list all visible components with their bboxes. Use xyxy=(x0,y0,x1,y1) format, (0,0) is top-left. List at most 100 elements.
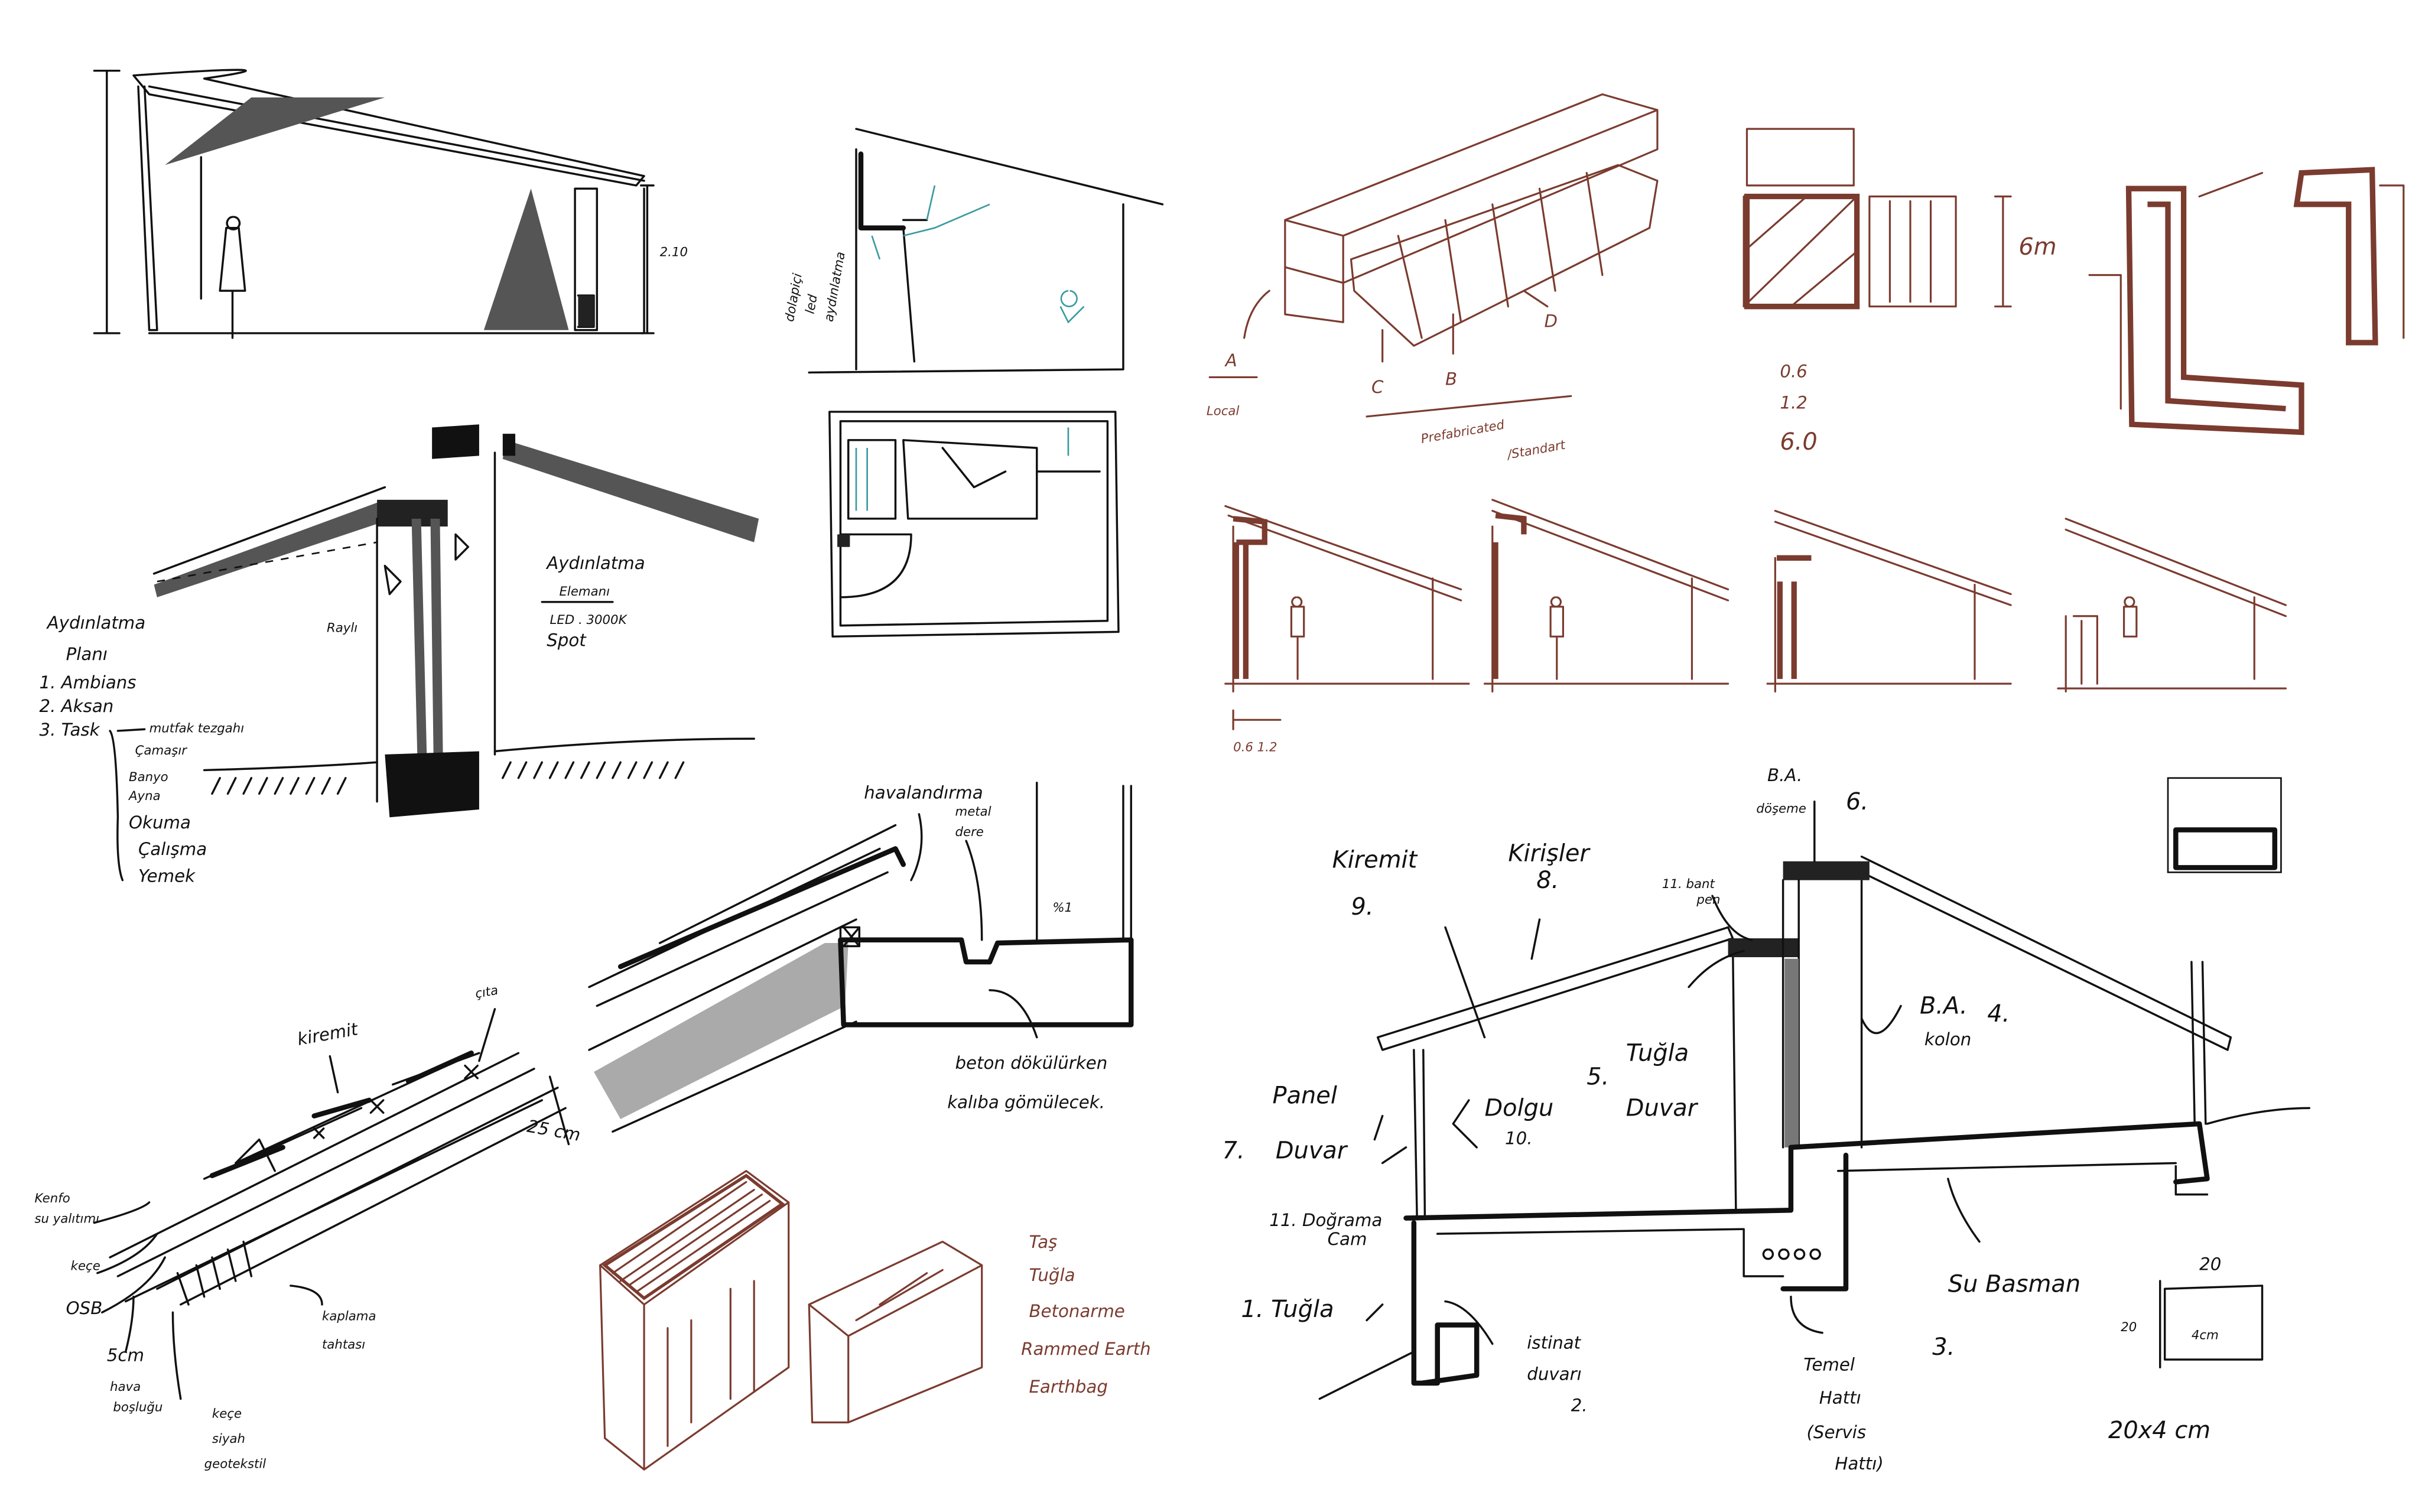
dim-side: 20 xyxy=(2121,1320,2137,1335)
roof-label: boşluğu xyxy=(113,1400,162,1415)
kolon-number: 4. xyxy=(1987,1000,2010,1027)
dolgu-label: Dolgu xyxy=(1484,1095,1553,1122)
floor-plan-sketch xyxy=(828,411,1120,638)
prefab-module-sketch: A Local C B D Prefabricated /Standart 6m… xyxy=(1207,93,2405,463)
doseme-number: 6. xyxy=(1846,788,1868,815)
light-beam-shape xyxy=(165,97,385,165)
lighting-item-3: 3. Task xyxy=(39,720,100,740)
material-item: Betonarme xyxy=(1029,1301,1124,1321)
tugla-label: 1. Tuğla xyxy=(1241,1296,1334,1323)
task-item: Banyo xyxy=(129,770,168,785)
standard-label: /Standart xyxy=(1505,438,1567,463)
roof-label: siyah xyxy=(212,1432,245,1446)
tugla-duvar-label: Duvar xyxy=(1626,1095,1699,1122)
temel-label: Temel xyxy=(1803,1355,1855,1375)
roof-label: Kenfo xyxy=(34,1191,70,1206)
eave-detail: havalandırma metal dere %1 beton dökülür… xyxy=(588,781,1134,1133)
material-item: Tuğla xyxy=(1029,1265,1075,1285)
cabinet-note-3: aydınlatma xyxy=(821,251,848,323)
section-variant xyxy=(2057,518,2287,693)
cabinet-note-1: dolapiçi xyxy=(782,272,805,323)
roof-label: çıta xyxy=(474,983,499,1002)
kiremit-label: Kiremit xyxy=(1332,846,1418,873)
istinat-label: istinat xyxy=(1527,1332,1581,1352)
doseme-label: B.A. xyxy=(1767,765,1802,785)
element-spec-1: LED . 3000K xyxy=(550,613,628,627)
task-item: Çamaşır xyxy=(135,743,188,758)
roof-label: kaplama xyxy=(322,1309,376,1324)
lighting-plan-title-1: Aydınlatma xyxy=(46,613,145,633)
kirisler-label: Kirişler xyxy=(1508,840,1591,867)
slope-label: %1 xyxy=(1052,900,1072,915)
local-label: Local xyxy=(1207,404,1240,418)
material-item: Rammed Earth xyxy=(1021,1339,1150,1359)
roof-label: OSB xyxy=(66,1298,103,1318)
task-item: Yemek xyxy=(138,866,196,886)
module-dim: 6.0 xyxy=(1780,428,1817,456)
lighting-plan-title-2: Planı xyxy=(66,644,108,664)
tugla-duvar-label: Tuğla xyxy=(1626,1040,1689,1067)
interior-lighting-sketch: 2.10 xyxy=(93,69,688,339)
prefab-label: Prefabricated xyxy=(1420,418,1506,447)
roof-label: keçe xyxy=(71,1259,100,1273)
number-three: 3. xyxy=(1932,1334,1955,1361)
bant-label: pen xyxy=(1696,893,1720,908)
gutter-label: dere xyxy=(955,825,983,840)
roof-label: 25 cm xyxy=(525,1116,582,1145)
section-variant xyxy=(1483,499,1729,693)
module-dim: 1.2 xyxy=(1780,393,1807,413)
light-beam-shape xyxy=(483,188,569,330)
dograma-label: Cam xyxy=(1328,1229,1367,1249)
kolon-label: B.A. xyxy=(1920,993,1968,1020)
cabinet-section-sketch: dolapiçi led aydınlatma xyxy=(782,128,1164,374)
doseme-label: döşeme xyxy=(1756,801,1806,816)
dograma-label: 11. Doğrama xyxy=(1269,1210,1382,1230)
section-variant xyxy=(1224,505,1470,693)
istinat-number: 2. xyxy=(1571,1396,1588,1416)
lighting-item-2: 2. Aksan xyxy=(39,696,113,716)
temel-label: Hattı xyxy=(1819,1387,1861,1407)
tugla-duvar-number: 5. xyxy=(1587,1063,1609,1090)
foundation-fill xyxy=(385,751,479,818)
gutter-label: metal xyxy=(955,805,991,820)
material-blocks-sketch: Taş Tuğla Betonarme Rammed Earth Earthba… xyxy=(599,1170,1151,1471)
cabinet-note-2: led xyxy=(803,293,821,315)
roof-label: su yalıtımı xyxy=(34,1212,99,1227)
roof-label: hava xyxy=(110,1380,141,1394)
panel-label: Panel xyxy=(1273,1082,1337,1109)
rail-label: Raylı xyxy=(327,620,357,635)
roof-label: keçe xyxy=(212,1406,242,1421)
bant-label: 11. bant xyxy=(1662,877,1715,892)
element-title-2: Elemanı xyxy=(560,584,610,599)
lighting-section-sketch: Aydınlatma Planı 1. Ambians 2. Aksan 3. … xyxy=(39,424,759,886)
task-item: mutfak tezgahı xyxy=(149,721,245,736)
height-label: 6m xyxy=(2018,233,2056,261)
material-item: Earthbag xyxy=(1029,1377,1107,1397)
kiremit-number: 9. xyxy=(1351,893,1373,921)
lighting-item-1: 1. Ambians xyxy=(39,672,136,692)
eave-note: beton dökülürken xyxy=(955,1053,1107,1073)
roof-label: kiremit xyxy=(295,1019,360,1049)
panel-label: Duvar xyxy=(1276,1137,1348,1164)
kolon-label: kolon xyxy=(1924,1029,1971,1049)
eave-note: kalıba gömülecek. xyxy=(947,1092,1105,1112)
section-dims: 0.6 1.2 xyxy=(1233,740,1277,755)
task-item: Okuma xyxy=(129,812,191,833)
kirisler-number: 8. xyxy=(1536,867,1559,894)
element-spec-2: Spot xyxy=(547,630,587,650)
su-basman-label: Su Basman xyxy=(1948,1271,2080,1298)
label-d: D xyxy=(1545,311,1558,331)
task-item: Ayna xyxy=(128,789,161,804)
height-label: 2.10 xyxy=(660,245,688,260)
material-item: Taş xyxy=(1029,1232,1057,1252)
panel-number: 7. xyxy=(1222,1137,1244,1164)
roof-layers-detail: kiremit çıta 25 cm Kenfo su yalıtımı keç… xyxy=(34,983,582,1472)
temel-label: (Servis xyxy=(1807,1422,1867,1442)
section-variant xyxy=(1766,509,2012,693)
building-section: Kiremit 9. Kirişler 8. B.A. döşeme 6. 11… xyxy=(1222,765,2311,1474)
dim-top: 20 xyxy=(2199,1254,2221,1274)
roof-label: tahtası xyxy=(322,1337,365,1352)
temel-label: Hattı) xyxy=(1835,1454,1883,1474)
task-item: Çalışma xyxy=(138,839,207,859)
